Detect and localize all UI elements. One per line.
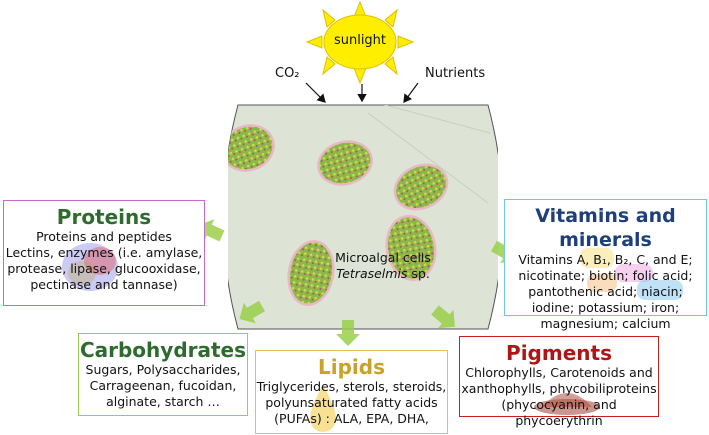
- vitamins-line: Vitamins A, B₁, B₂, C, and E;: [518, 252, 693, 267]
- species-suffix: sp.: [407, 266, 430, 281]
- carbohydrates-title: Carbohydrates: [79, 338, 247, 362]
- carbohydrates-line: alginate, starch …: [106, 394, 220, 409]
- lipids-line: polyunsaturated fatty acids: [265, 395, 438, 410]
- sun-icon: [305, 0, 415, 85]
- microalgae-image: [228, 104, 498, 330]
- pigment-powder-icon: [534, 393, 600, 415]
- species-name: Tetraselmis: [336, 266, 408, 281]
- lipid-droplet-icon: [310, 385, 336, 432]
- pigments-line: Chlorophylls, Carotenoids and: [465, 365, 653, 380]
- algal-cell: [393, 163, 449, 211]
- lipids-box: Lipids Triglycerides, sterols, steroids,…: [255, 350, 448, 434]
- vitamins-line: magnesium; calcium: [540, 316, 671, 331]
- pigments-box: Pigments Chlorophylls, Carotenoids and x…: [459, 336, 659, 428]
- protein-structure-icon: [62, 243, 118, 291]
- nutrients-arrow: [403, 82, 419, 103]
- lipids-line: Triglycerides, sterols, steroids,: [256, 379, 447, 394]
- carbohydrates-line: Carrageenan, fucoidan,: [89, 378, 237, 393]
- algal-cell: [385, 214, 437, 282]
- arrow-to-lipids: [336, 320, 360, 346]
- algal-cell: [287, 240, 335, 306]
- nutrients-label: Nutrients: [425, 66, 486, 81]
- cells-label: Microalgal cells: [335, 250, 431, 265]
- arrow-to-pigments: [431, 305, 455, 329]
- cells-caption: Microalgal cells Tetraselmis sp.: [328, 250, 438, 282]
- arrow-to-carbohydrates: [239, 300, 265, 324]
- proteins-line: Lectins, enzymes (i.e. amylase,: [5, 245, 203, 260]
- sun-label: sunlight: [333, 33, 387, 48]
- vitamins-line: pantothenic acid; niacin;: [528, 284, 683, 299]
- proteins-box: Proteins Proteins and peptides Lectins, …: [3, 200, 205, 306]
- co2-label: CO₂: [275, 66, 300, 81]
- carbohydrates-line: Sugars, Polysaccharides,: [85, 362, 241, 377]
- algal-cell: [317, 140, 373, 186]
- vitamins-line: iodine; potassium; iron;: [531, 300, 680, 315]
- vitamins-title: Vitamins and minerals: [535, 205, 676, 251]
- pigments-title: Pigments: [506, 341, 612, 365]
- pigments-line: xanthophylls, phycobiliproteins: [461, 381, 657, 396]
- proteins-line: protease, lipase, glucooxidase,: [7, 261, 201, 276]
- proteins-title: Proteins: [56, 205, 152, 229]
- lipids-title: Lipids: [318, 355, 385, 379]
- carbohydrates-box: Carbohydrates Sugars, Polysaccharides, C…: [78, 333, 248, 416]
- vitamins-line: nicotinate; biotin; folic acid;: [518, 268, 693, 283]
- pigments-line: (phycocyanin, and phycoerythrin: [501, 397, 617, 428]
- vitamins-box: Vitamins and minerals Vitamins A, B₁, B₂…: [504, 199, 707, 331]
- minerals-icon: [580, 248, 683, 300]
- lipids-line: (PUFAs) : ALA, EPA, DHA,: [274, 411, 429, 426]
- proteins-line: Proteins and peptides: [36, 229, 172, 244]
- co2-arrow: [305, 82, 326, 103]
- proteins-line: pectinase and tannase): [30, 277, 178, 292]
- algal-cell: [228, 124, 275, 172]
